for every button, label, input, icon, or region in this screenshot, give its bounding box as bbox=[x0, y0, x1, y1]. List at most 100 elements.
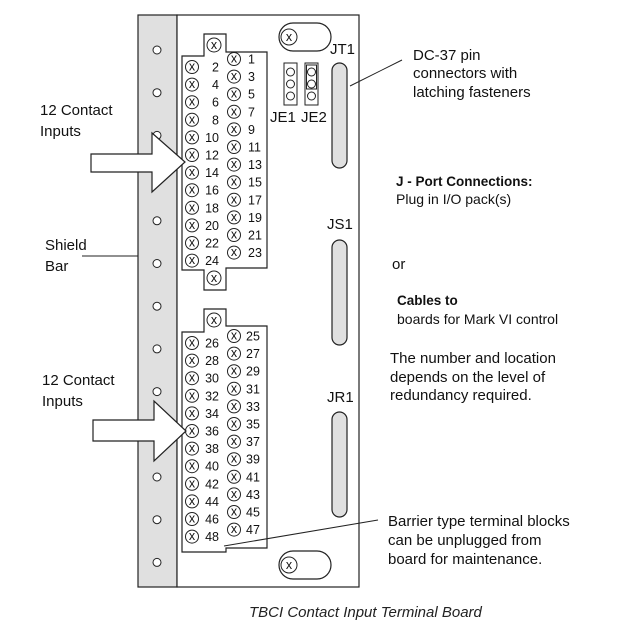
terminal-screw-mark: x bbox=[231, 487, 238, 501]
shield-hole bbox=[152, 515, 162, 525]
top-terminal-block-outline bbox=[181, 33, 268, 291]
terminal-number: 41 bbox=[246, 470, 260, 484]
contact-inputs-top-label-1: 12 Contact bbox=[40, 102, 113, 119]
terminal-number: 27 bbox=[246, 347, 260, 361]
terminal-screw-mark: x bbox=[189, 388, 196, 402]
terminal-number: 13 bbox=[248, 158, 262, 172]
barrier-label-2: can be unplugged from bbox=[388, 532, 541, 549]
terminal-screw-icon bbox=[185, 336, 199, 350]
terminal-number: 38 bbox=[205, 442, 219, 456]
terminal-screw-mark: x bbox=[231, 122, 238, 136]
shield-hole bbox=[152, 387, 162, 397]
terminal-screw-mark: x bbox=[231, 452, 238, 466]
terminal-screw-icon bbox=[227, 487, 241, 502]
terminal-pin-28: x 28 bbox=[185, 353, 219, 368]
terminal-screw-mark: x bbox=[231, 364, 238, 378]
dc37-label-3: latching fasteners bbox=[413, 84, 531, 101]
jport-subtitle: Plug in I/O pack(s) bbox=[396, 191, 511, 207]
terminal-number: 42 bbox=[205, 477, 219, 491]
shield-hole bbox=[152, 344, 162, 354]
dc37-label-2: connectors with bbox=[413, 65, 517, 82]
jr1-connector bbox=[331, 411, 348, 518]
terminal-number: 32 bbox=[205, 389, 219, 403]
bottom-terminal-block-outline bbox=[181, 308, 268, 553]
barrier-label-3: board for maintenance. bbox=[388, 551, 542, 568]
je1-jumper bbox=[283, 62, 298, 106]
terminal-screw-icon bbox=[185, 388, 199, 403]
terminal-screw-icon bbox=[227, 228, 241, 242]
terminal-number: 25 bbox=[246, 330, 260, 344]
terminal-screw-icon bbox=[185, 60, 199, 74]
terminal-screw-mark: x bbox=[189, 459, 196, 473]
terminal-number: 40 bbox=[205, 460, 219, 474]
terminal-screw-icon bbox=[185, 77, 199, 92]
terminal-screw-mark: x bbox=[231, 245, 238, 259]
terminal-screw-icon bbox=[227, 175, 241, 190]
terminal-number: 1 bbox=[248, 53, 255, 67]
terminal-screw-icon bbox=[227, 329, 241, 343]
terminal-screw-icon bbox=[185, 95, 199, 110]
terminal-number: 28 bbox=[205, 354, 219, 368]
figure-caption: TBCI Contact Input Terminal Board bbox=[249, 604, 483, 621]
redundancy-label-3: redundancy required. bbox=[390, 387, 532, 404]
shield-hole bbox=[152, 88, 162, 98]
terminal-screw-icon bbox=[227, 140, 241, 154]
terminal-screw-mark: x bbox=[231, 505, 238, 519]
terminal-screw-mark: x bbox=[231, 104, 238, 118]
terminal-screw-mark: x bbox=[189, 253, 196, 267]
redundancy-label-1: The number and location bbox=[390, 350, 556, 367]
je1-label: JE1 bbox=[270, 109, 296, 126]
terminal-screw-mark: x bbox=[231, 87, 238, 101]
js1-label: JS1 bbox=[327, 216, 353, 233]
terminal-screw-mark: x bbox=[189, 406, 196, 420]
terminal-screw-icon bbox=[185, 183, 199, 198]
terminal-number: 22 bbox=[205, 237, 219, 251]
terminal-number: 15 bbox=[248, 176, 262, 190]
shield-label-1: Shield bbox=[45, 237, 87, 254]
terminal-screw-mark: x bbox=[231, 469, 238, 483]
terminal-screw-mark: x bbox=[189, 353, 196, 367]
terminal-number: 44 bbox=[205, 495, 219, 509]
je2-label: JE2 bbox=[301, 109, 327, 126]
terminal-screw-mark: x bbox=[189, 371, 196, 385]
terminal-screw-mark: x bbox=[231, 210, 238, 224]
dc37-label-1: DC-37 pin bbox=[413, 47, 481, 64]
terminal-screw-icon bbox=[227, 399, 241, 414]
terminal-number: 33 bbox=[246, 400, 260, 414]
terminal-number: 37 bbox=[246, 435, 260, 449]
terminal-screw-mark: x bbox=[189, 529, 196, 543]
arrow-contact-inputs-top bbox=[90, 131, 186, 194]
terminal-screw-mark: x bbox=[189, 165, 196, 179]
terminal-screw-icon bbox=[227, 210, 241, 225]
terminal-screw-icon bbox=[227, 522, 241, 537]
shield-hole bbox=[152, 301, 162, 311]
dc37-leader-line bbox=[349, 59, 403, 87]
svg-text:x: x bbox=[211, 38, 218, 52]
terminal-number: 20 bbox=[205, 219, 219, 233]
terminal-screw-icon bbox=[227, 122, 241, 137]
terminal-screw-icon bbox=[185, 406, 199, 421]
top-mount-screw: x bbox=[278, 22, 332, 52]
terminal-screw-mark: x bbox=[189, 112, 196, 126]
terminal-number: 10 bbox=[205, 131, 219, 145]
terminal-screw-icon bbox=[227, 364, 241, 379]
top-block-extra-screw: x x x bbox=[206, 37, 222, 328]
shield-hole bbox=[152, 472, 162, 482]
jt1-label: JT1 bbox=[330, 41, 355, 58]
